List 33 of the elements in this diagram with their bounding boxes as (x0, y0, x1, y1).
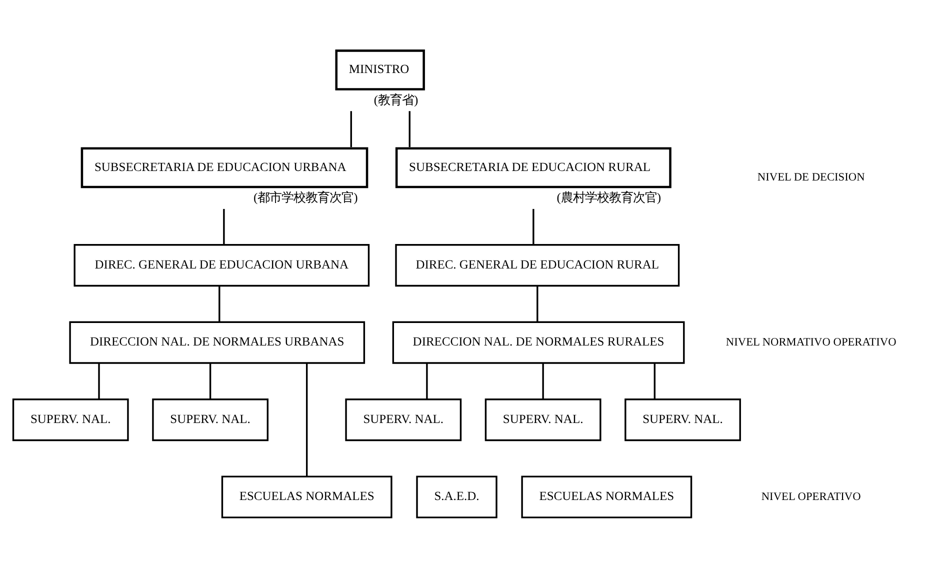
connector (408, 111, 410, 148)
connector (218, 286, 220, 322)
node-box: SUBSECRETARIA DE EDUCACION RURAL (395, 147, 672, 188)
node-box: DIREC. GENERAL DE EDUCACION URBANA (74, 244, 370, 287)
node-box: DIRECCION NAL. DE NORMALES RURALES (392, 321, 685, 364)
label: NIVEL OPERATIVO (761, 490, 861, 503)
node-box: SUPERV. NAL. (624, 398, 741, 442)
node-box: SUPERV. NAL. (12, 398, 129, 442)
connector (532, 208, 534, 244)
node-box: S.A.E.D. (416, 476, 498, 518)
node-box: ESCUELAS NORMALES (521, 476, 692, 518)
connector (654, 363, 656, 400)
node-box: SUPERV. NAL. (484, 398, 602, 442)
node-label: (教育省) (374, 92, 418, 107)
node-box: ESCUELAS NORMALES (221, 476, 392, 518)
connector (98, 363, 100, 400)
label: NIVEL DE DECISION (757, 172, 865, 184)
node-box: MINISTRO (335, 50, 425, 90)
node-box: DIREC. GENERAL DE EDUCACION RURAL (395, 244, 680, 287)
node-box: SUPERV. NAL. (345, 398, 462, 442)
connector (306, 363, 308, 476)
node-box: SUPERV. NAL. (152, 398, 268, 442)
connector (536, 286, 538, 322)
connector (223, 208, 225, 244)
connector (350, 111, 352, 148)
connector (426, 363, 428, 400)
node-label: (都市学校教育次官) (253, 190, 358, 204)
node-label: (農村学校教育次官) (556, 190, 662, 204)
label: NIVEL NORMATIVO OPERATIVO (726, 336, 896, 348)
node-box: DIRECCION NAL. DE NORMALES URBANAS (69, 321, 366, 364)
connector (542, 363, 544, 400)
node-box: SUBSECRETARIA DE EDUCACION URBANA (80, 147, 368, 188)
connector (209, 363, 212, 400)
